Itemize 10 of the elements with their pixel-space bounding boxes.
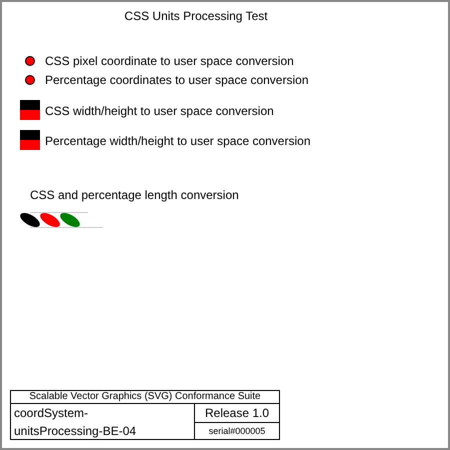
page-title: CSS Units Processing Test xyxy=(124,8,268,24)
suite-title: Scalable Vector Graphics (SVG) Conformance Suite xyxy=(29,391,261,403)
section-label: CSS and percentage length conversion xyxy=(30,188,239,202)
test-item-label: Percentage width/height to user space conversion xyxy=(45,134,310,148)
release-label: Release 1.0 xyxy=(204,406,270,420)
serial-number: serial#000005 xyxy=(208,426,266,437)
test-item-label: CSS pixel coordinate to user space conversion xyxy=(45,54,294,68)
test-item-label: Percentage coordinates to user space conversion xyxy=(45,72,308,88)
test-id: coordSystem- unitsProcessing-BE-04 xyxy=(14,405,136,440)
test-item-label: CSS width/height to user space conversion xyxy=(45,104,274,118)
